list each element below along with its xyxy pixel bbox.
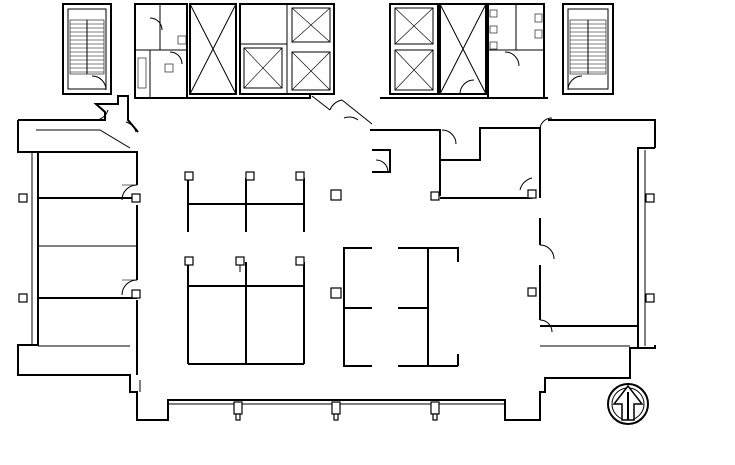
elevator-icon (243, 47, 283, 89)
door-swing-icon (539, 244, 555, 260)
column-icon (330, 287, 342, 299)
door-swing-icon (441, 129, 457, 145)
door-swing-icon (519, 177, 533, 191)
column-icon (18, 293, 28, 303)
exterior-wall (17, 94, 656, 421)
offices-left (18, 151, 141, 375)
perimeter-columns (233, 401, 440, 421)
workstations-center (343, 247, 459, 367)
elevator-bank-left (239, 3, 335, 95)
elevator-icon (394, 7, 434, 45)
column-icon (233, 401, 243, 415)
column-icon (245, 171, 255, 181)
restroom-left (134, 3, 188, 99)
column-icon (295, 256, 305, 266)
door-swing-icon (149, 17, 163, 31)
column-icon (235, 413, 241, 421)
restroom-fixture-icon (489, 9, 498, 18)
column-icon (432, 413, 438, 421)
door-swing-icon (169, 51, 183, 65)
shaft-left (189, 3, 237, 95)
restroom-fixture-icon (534, 29, 543, 39)
door-swing-icon (539, 117, 553, 129)
restroom-right (487, 3, 545, 99)
stair-left (62, 3, 112, 95)
column-icon (333, 413, 339, 421)
lobby-doors (95, 95, 373, 133)
workstations-lower (184, 256, 342, 365)
restroom-fixture-icon (177, 35, 187, 45)
column-icon (184, 256, 194, 266)
column-icon (430, 191, 440, 201)
column-icon (527, 189, 537, 199)
restroom-fixture-icon (534, 13, 543, 23)
column-icon (295, 171, 305, 181)
door-swing-icon (567, 75, 583, 91)
column-icon (330, 189, 342, 201)
column-icon (645, 293, 655, 303)
door-swing-icon (95, 109, 109, 121)
north-arrow-icon (607, 383, 649, 425)
door-swing-icon (459, 79, 475, 95)
door-swing-icon (343, 116, 359, 121)
stair-icon (569, 19, 607, 75)
restroom-fixture-icon (164, 63, 174, 73)
column-icon (18, 193, 28, 203)
column-icon (645, 193, 655, 203)
offices-right (370, 117, 655, 347)
door-swing-icon (329, 99, 343, 111)
stair-right (562, 3, 614, 95)
column-icon (131, 193, 141, 203)
elevator-icon (394, 49, 434, 91)
restroom-fixture-icon (489, 25, 498, 34)
door-swing-icon (504, 51, 520, 67)
column-icon (184, 171, 194, 181)
column-icon (131, 289, 141, 299)
workstations-upper (184, 171, 342, 232)
elevator-icon (291, 7, 331, 43)
column-icon (527, 287, 537, 297)
restroom-fixture-icon (489, 41, 498, 50)
column-icon (331, 401, 341, 415)
column-icon (430, 401, 440, 415)
door-swing-icon (375, 159, 389, 173)
elevator-bank-right (389, 3, 439, 95)
door-swing-icon (539, 319, 553, 333)
restroom-fixture-icon (137, 57, 147, 89)
column-icon (235, 256, 245, 266)
elevator-icon (291, 51, 331, 91)
door-swing-icon (91, 75, 107, 91)
door-swing-icon (125, 121, 137, 133)
stair-icon (69, 19, 105, 75)
shaft-right (439, 3, 487, 95)
